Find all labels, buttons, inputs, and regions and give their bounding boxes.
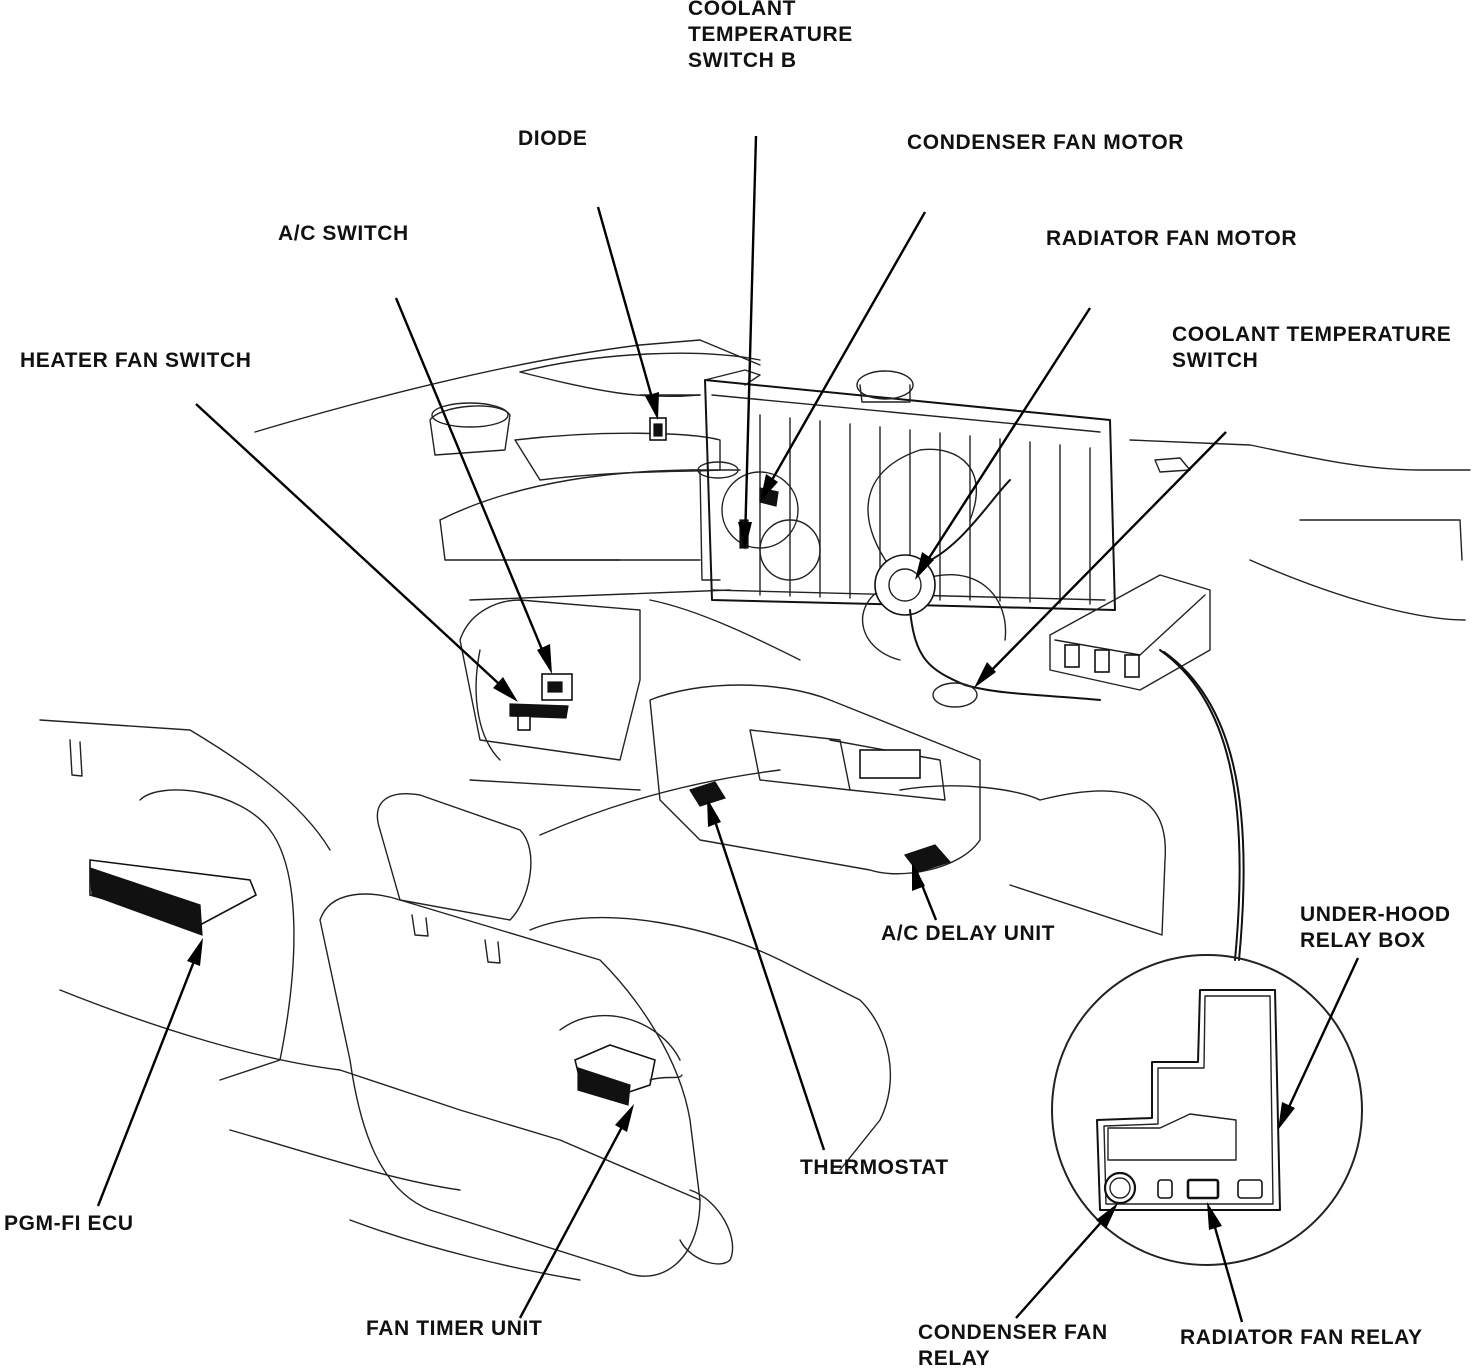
label-coolant-temperature-switch-b: COOLANT TEMPERATURE SWITCH B [688, 0, 853, 72]
relay-box-inset [1051, 954, 1363, 1266]
label-fan-timer-unit: FAN TIMER UNIT [366, 1317, 543, 1340]
label-under-hood-relay-box: UNDER-HOOD RELAY BOX [1300, 903, 1451, 952]
relay-box-on-vehicle [1049, 574, 1245, 961]
label-condenser-fan-relay: CONDENSER FAN RELAY [918, 1321, 1108, 1370]
label-ac-switch: A/C SWITCH [278, 222, 409, 245]
label-heater-fan-switch: HEATER FAN SWITCH [20, 349, 252, 372]
label-ac-delay-unit: A/C DELAY UNIT [881, 922, 1056, 945]
label-diode: DIODE [518, 127, 588, 150]
label-radiator-fan-motor: RADIATOR FAN MOTOR [1046, 227, 1298, 250]
label-radiator-fan-relay: RADIATOR FAN RELAY [1180, 1326, 1423, 1349]
label-pgm-fi-ecu: PGM-FI ECU [4, 1212, 134, 1235]
front-seats [39, 719, 892, 1281]
radiator-fins [759, 414, 1091, 605]
label-condenser-fan-motor: CONDENSER FAN MOTOR [907, 131, 1185, 154]
radiator-fan-shape [861, 448, 1011, 661]
label-thermostat: THERMOSTAT [800, 1156, 949, 1179]
car-body-outline [254, 339, 1471, 936]
radiator-assembly [704, 369, 1116, 708]
label-coolant-temperature-switch: COOLANT TEMPERATURE SWITCH [1172, 323, 1452, 372]
engine-block [429, 394, 741, 601]
leader-lines [96, 135, 1360, 1323]
